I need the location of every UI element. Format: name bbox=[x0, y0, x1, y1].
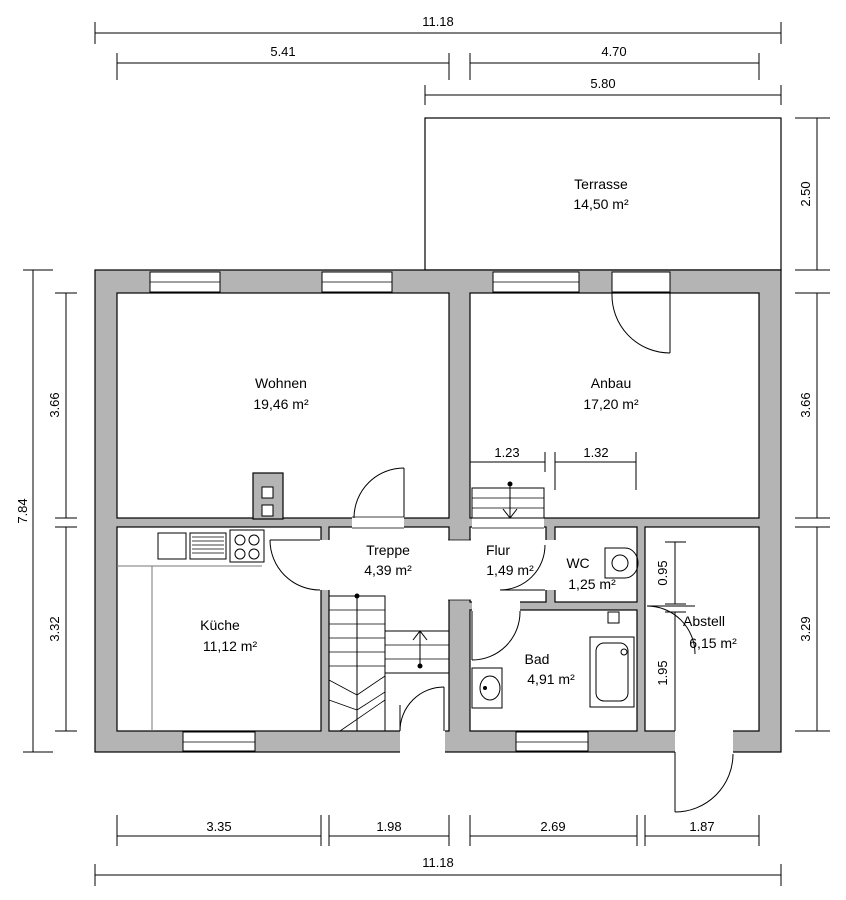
kueche-area: 11,12 m² bbox=[203, 638, 258, 654]
dim-terrace-width: 5.80 bbox=[590, 76, 615, 91]
dim-terrace-depth: 2.50 bbox=[798, 181, 813, 206]
dim-left-total: 7.84 bbox=[15, 498, 30, 523]
dim-right-upper: 3.66 bbox=[798, 392, 813, 417]
anbau-name: Anbau bbox=[591, 375, 631, 391]
dim-bottom-1: 3.35 bbox=[206, 819, 231, 834]
dim-abstell-upper: 0.95 bbox=[655, 560, 670, 585]
dim-top-right: 4.70 bbox=[601, 44, 626, 59]
dim-left-upper: 3.66 bbox=[47, 392, 62, 417]
flur-name: Flur bbox=[486, 542, 510, 558]
wohnen-name: Wohnen bbox=[255, 375, 307, 391]
opening-treppe-top bbox=[352, 517, 404, 528]
room-abstell bbox=[644, 526, 760, 732]
terrasse-name: Terrasse bbox=[574, 176, 628, 192]
room-bad bbox=[469, 609, 638, 732]
flur-area: 1,49 m² bbox=[486, 562, 534, 578]
dim-right-lower: 3.29 bbox=[798, 616, 813, 641]
kitchen-counter bbox=[117, 529, 265, 731]
bad-name: Bad bbox=[525, 651, 550, 667]
opening-treppe-flur bbox=[448, 540, 471, 600]
room-wc bbox=[554, 526, 638, 603]
window bbox=[182, 731, 256, 752]
bathtub bbox=[589, 636, 635, 708]
opening-kueche-treppe bbox=[320, 540, 330, 590]
opening-flur-bad bbox=[472, 601, 520, 611]
bad-area: 4,91 m² bbox=[527, 671, 575, 687]
room-kueche bbox=[116, 526, 322, 732]
abstell-name: Abstell bbox=[683, 613, 725, 629]
treppe-name: Treppe bbox=[366, 542, 410, 558]
chimney bbox=[252, 472, 284, 520]
dim-abstell-lower: 1.95 bbox=[655, 660, 670, 685]
dim-anbau-inner-left: 1.23 bbox=[494, 445, 519, 460]
opening-anbau-bottom bbox=[472, 517, 544, 528]
dim-bottom-3: 2.69 bbox=[540, 819, 565, 834]
sink bbox=[471, 667, 503, 709]
wc-area: 1,25 m² bbox=[568, 576, 616, 592]
dim-top-left: 5.41 bbox=[270, 44, 295, 59]
stairs bbox=[328, 481, 545, 732]
opening-front-door bbox=[400, 730, 445, 753]
dimension-lines: 11.18 5.41 4.70 5.80 2.50 7.84 3.66 bbox=[15, 14, 830, 886]
shaft bbox=[607, 611, 620, 624]
dim-top-total: 11.18 bbox=[422, 14, 454, 29]
room-labels: Terrasse 14,50 m² Wohnen 19,46 m² Anbau … bbox=[200, 176, 737, 687]
wohnen-area: 19,46 m² bbox=[253, 396, 309, 412]
dim-bottom-4: 1.87 bbox=[689, 819, 714, 834]
opening-abstell-door bbox=[675, 730, 733, 753]
room-treppe bbox=[328, 526, 450, 732]
window bbox=[515, 731, 589, 752]
dim-left-lower: 3.32 bbox=[47, 616, 62, 641]
toilet bbox=[604, 547, 639, 579]
wc-name: WC bbox=[566, 555, 589, 571]
windows bbox=[149, 271, 671, 752]
dim-bottom-total: 11.18 bbox=[422, 855, 454, 870]
anbau-area: 17,20 m² bbox=[583, 396, 639, 412]
doors bbox=[269, 292, 734, 813]
kueche-name: Küche bbox=[200, 617, 240, 633]
treppe-area: 4,39 m² bbox=[364, 562, 412, 578]
abstell-area: 6,15 m² bbox=[689, 635, 737, 651]
dim-bottom-2: 1.98 bbox=[376, 819, 401, 834]
terrasse-area: 14,50 m² bbox=[573, 196, 629, 212]
terrace bbox=[424, 117, 782, 271]
dim-anbau-inner-right: 1.32 bbox=[583, 445, 608, 460]
window bbox=[611, 271, 671, 293]
opening-flur-wc bbox=[545, 540, 556, 590]
